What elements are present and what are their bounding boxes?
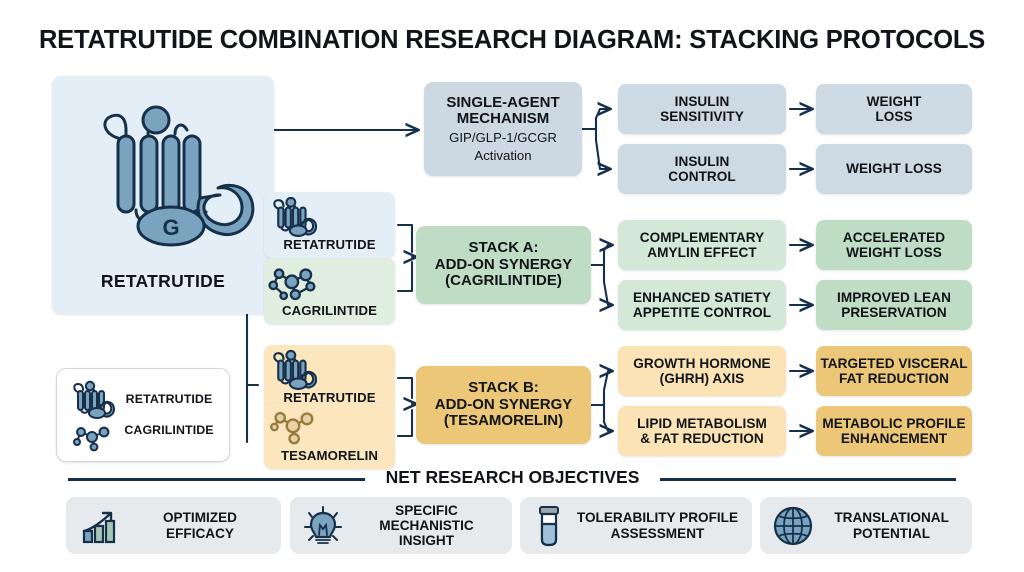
objective-text: OPTIMIZED EFFICACY [131,510,269,540]
objective-line3: INSIGHT [398,533,455,549]
result-line1: TARGETED VISCERAL [820,355,968,371]
outcome-line1: INSULIN [674,153,730,169]
stack-a-line3: (CAGRILINTIDE) [445,272,562,290]
net-objectives-rule-right [660,478,956,481]
mechanism-subtitle-line1: GIP/GLP-1/GCGR [449,130,557,146]
legend-item-label: CAGRILINTIDE [124,422,214,437]
hero-retatrutide-panel: G RETATRUTIDE [52,76,274,314]
result-line2: PRESERVATION [841,305,947,320]
objective-line1: OPTIMIZED [162,510,237,526]
gpcr-receptor-icon [264,349,395,391]
component-chip-retatrutide-b: RETATRUTIDE [264,345,395,411]
outcome-line1: GROWTH HORMONE [633,355,771,371]
outcome-line1: INSULIN [674,93,730,109]
mechanism-title-line1: SINGLE-AGENT [446,93,560,111]
objective-line1: TRANSLATIONAL [834,510,949,526]
result-line2: FAT REDUCTION [839,371,949,386]
single-agent-mechanism-box: SINGLE-AGENT MECHANISM GIP/GLP-1/GCGR Ac… [424,82,582,176]
gpcr-receptor-icon [264,196,395,238]
lightbulb-icon [302,505,344,547]
result-line2: WEIGHT LOSS [846,245,942,260]
outcome-line1: ENHANCED SATIETY [632,289,771,305]
stack-b-line3: (TESAMORELIN) [443,412,564,430]
objective-line2: PROFILE ASSESSMENT [610,510,739,541]
gpcr-receptor-g-protein-icon: G [52,90,274,247]
result-accelerated-weight-loss: ACCELERATED WEIGHT LOSS [816,220,972,270]
result-line1: METABOLIC PROFILE [822,415,966,431]
result-line1: ACCELERATED [842,229,946,245]
objective-text: TOLERABILITY PROFILE ASSESSMENT [575,510,740,540]
objective-line2: MECHANISTIC [379,517,474,533]
objective-line1: SPECIFIC [395,502,458,518]
outcome-insulin-sensitivity: INSULIN SENSITIVITY [618,84,786,134]
legend: RETATRUTIDE CAGRILINTIDE [56,368,230,462]
objective-optimized-efficacy: OPTIMIZED EFFICACY [66,497,281,554]
gpcr-receptor-icon [70,380,116,420]
molecule-icon [264,262,395,304]
objective-specific-mechanistic-insight: SPECIFIC MECHANISTIC INSIGHT [290,497,512,554]
net-objectives-heading: NET RESEARCH OBJECTIVES [385,467,640,487]
outcome-line2: CONTROL [668,169,736,184]
outcome-complementary-amylin-effect: COMPLEMENTARY AMYLIN EFFECT [618,220,786,270]
component-chip-cagrilintide: CAGRILINTIDE [264,258,395,324]
result-improved-lean-preservation: IMPROVED LEAN PRESERVATION [816,280,972,330]
vial-icon [532,504,566,548]
component-chip-label: CAGRILINTIDE [282,303,377,319]
stack-a-line1: STACK A: [468,238,539,256]
net-objectives-rule-left [68,478,365,481]
stack-b-box: STACK B: ADD-ON SYNERGY (TESAMORELIN) [416,366,591,444]
objective-line2: EFFICACY [166,525,234,541]
outcome-lipid-metabolism: LIPID METABOLISM & FAT REDUCTION [618,406,786,456]
objective-tolerability-profile-assessment: TOLERABILITY PROFILE ASSESSMENT [520,497,752,554]
objective-text: SPECIFIC MECHANISTIC INSIGHT [353,503,500,549]
result-targeted-visceral-fat-reduction: TARGETED VISCERAL FAT REDUCTION [816,346,972,396]
objective-line1: TOLERABILITY [576,510,676,526]
component-chip-label: RETATRUTIDE [283,237,376,253]
molecule-icon [71,424,115,452]
outcome-line2: AMYLIN EFFECT [647,245,757,260]
stack-b-line2: ADD-ON SYNERGY [434,395,573,413]
hero-label: RETATRUTIDE [100,271,226,292]
result-line1: WEIGHT LOSS [846,161,942,177]
component-chip-label: TESAMORELIN [280,448,379,464]
result-weight-loss-1: WEIGHT LOSS [816,84,972,134]
page-title: RETATRUTIDE COMBINATION RESEARCH DIAGRAM… [38,26,986,54]
result-weight-loss-2: WEIGHT LOSS [816,144,972,194]
component-chip-retatrutide-a: RETATRUTIDE [264,192,395,258]
mechanism-subtitle-line2: Activation [474,147,532,163]
outcome-enhanced-satiety: ENHANCED SATIETY APPETITE CONTROL [618,280,786,330]
stack-b-line1: STACK B: [468,378,539,396]
legend-item-label: RETATRUTIDE [125,391,213,406]
outcome-line2: APPETITE CONTROL [632,305,772,320]
result-metabolic-profile-enhancement: METABOLIC PROFILE ENHANCEMENT [816,406,972,456]
outcome-insulin-control: INSULIN CONTROL [618,144,786,194]
outcome-line1: LIPID METABOLISM [637,415,767,431]
result-line2: LOSS [875,109,913,124]
mechanism-title-line2: MECHANISM [456,110,550,128]
stack-a-box: STACK A: ADD-ON SYNERGY (CAGRILINTIDE) [416,226,591,304]
objective-line2: POTENTIAL [852,525,931,541]
outcome-line1: COMPLEMENTARY [639,229,765,245]
result-line1: IMPROVED LEAN [837,289,951,305]
component-chip-tesamorelin: TESAMORELIN [264,403,395,469]
bar-chart-growth-icon [78,507,122,545]
result-line2: ENHANCEMENT [840,431,948,446]
component-chip-label: RETATRUTIDE [283,390,376,406]
molecule-icon [264,407,395,447]
globe-icon [772,505,814,547]
g-protein-label: G [162,215,179,240]
outcome-growth-hormone-axis: GROWTH HORMONE (GHRH) AXIS [618,346,786,396]
outcome-line2: & FAT REDUCTION [640,431,764,446]
result-line1: WEIGHT [866,93,922,109]
objective-text: TRANSLATIONAL POTENTIAL [823,510,960,540]
outcome-line2: SENSITIVITY [660,109,744,124]
objective-translational-potential: TRANSLATIONAL POTENTIAL [760,497,972,554]
outcome-line2: (GHRH) AXIS [659,371,745,386]
stack-a-line2: ADD-ON SYNERGY [434,255,573,273]
